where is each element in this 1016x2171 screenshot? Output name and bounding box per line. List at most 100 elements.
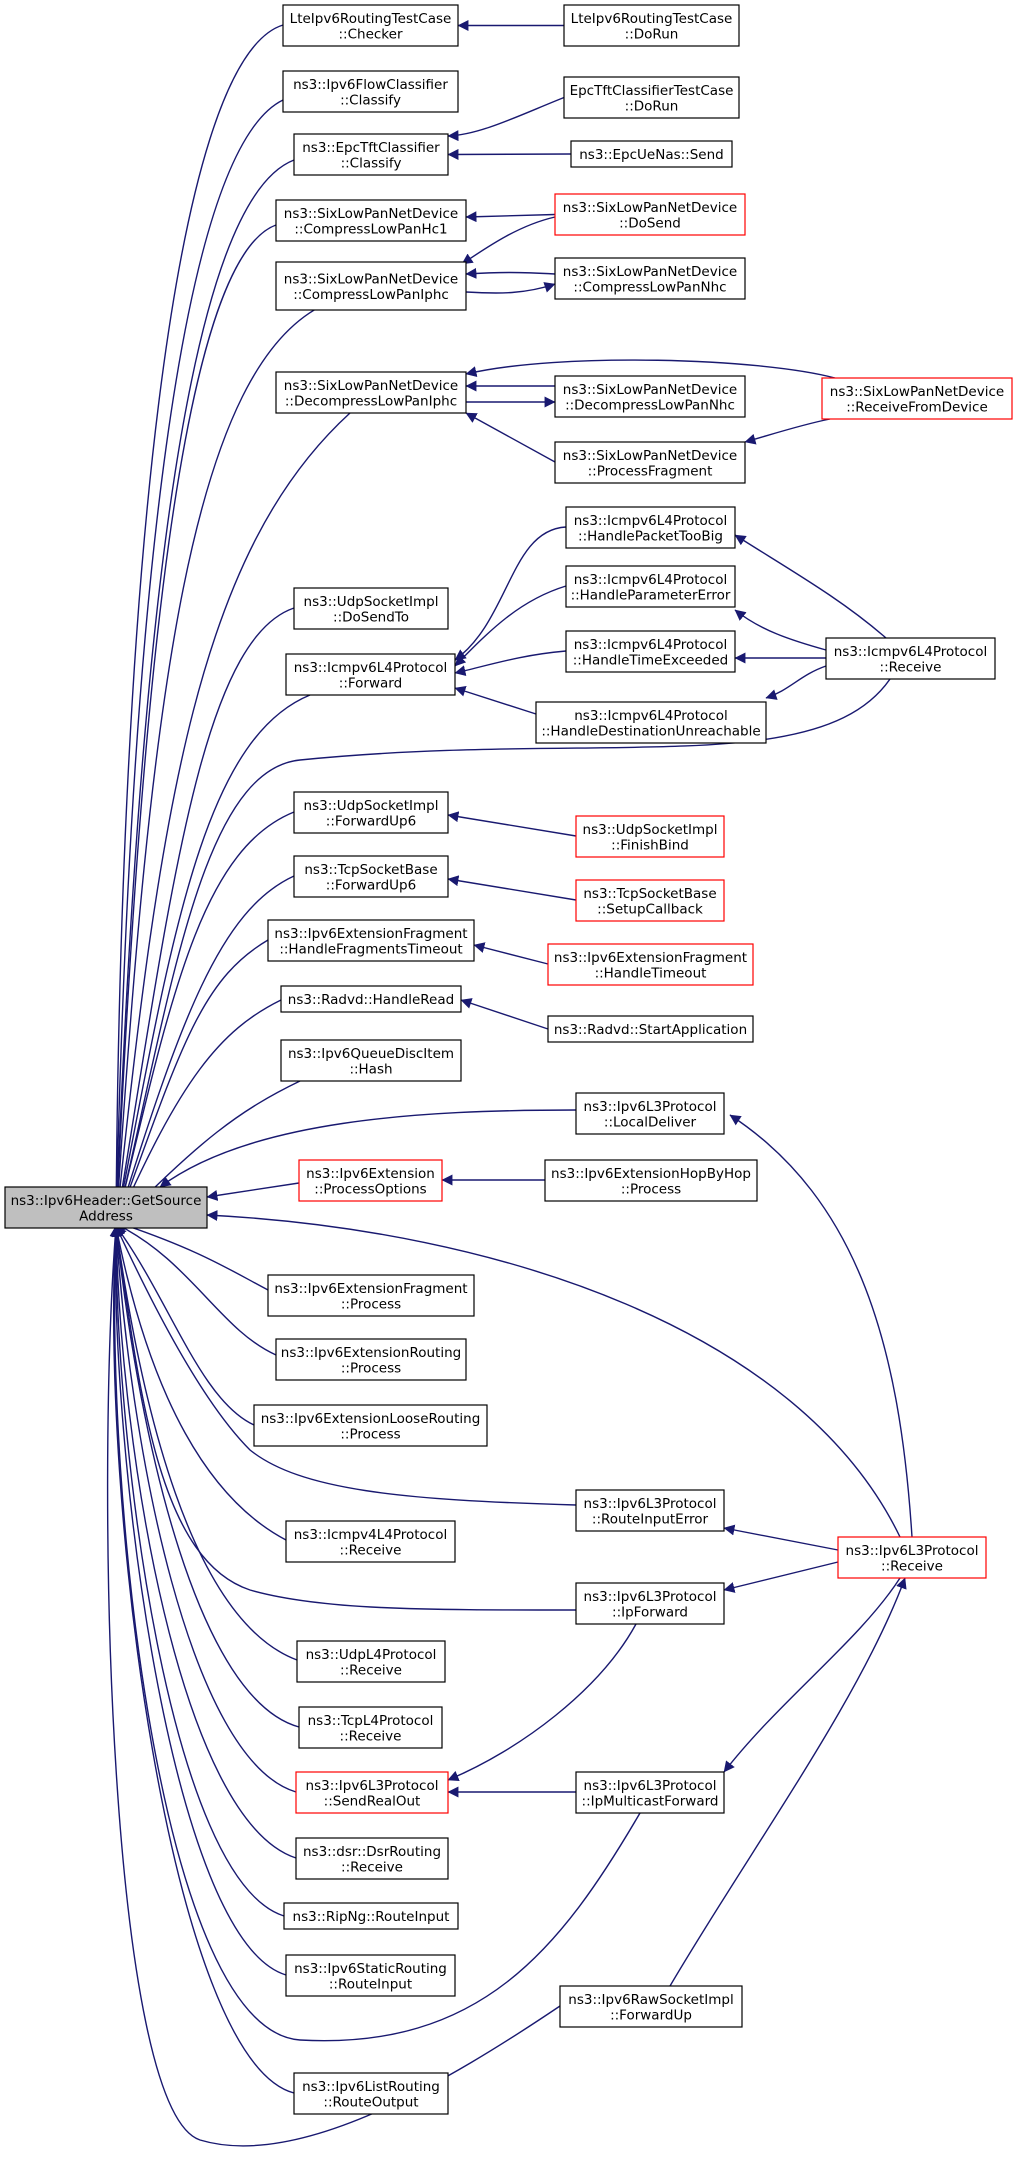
e-n34-f	[115, 1220, 269, 1291]
node-n44[interactable]: ns3::Ipv6L3Protocol::IpMulticastForward	[575, 1771, 725, 1814]
e-n22-f	[113, 811, 295, 1227]
node-n29[interactable]: ns3::Radvd::StartApplication	[547, 1015, 754, 1043]
node-n48-label-line: ns3::Ipv6RawSocketImpl	[568, 1992, 733, 2008]
node-n09-label-line: ::CompressLowPanIphc	[293, 287, 449, 303]
node-n44-box	[575, 1771, 725, 1814]
e-n46-f	[110, 1225, 285, 1917]
node-n42[interactable]: ns3::TcpL4Protocol::Receive	[298, 1706, 443, 1749]
node-n25[interactable]: ns3::TcpSocketBase::SetupCallback	[575, 879, 725, 922]
node-n18[interactable]: ns3::Icmpv6L4Protocol::HandleTimeExceede…	[565, 630, 736, 673]
node-n31-label-line: ns3::Ipv6L3Protocol	[584, 1099, 717, 1115]
e-n10-n09	[465, 267, 556, 279]
node-n03-label-line: ns3::Ipv6FlowClassifier	[293, 77, 448, 93]
node-n07[interactable]: ns3::SixLowPanNetDevice::CompressLowPanH…	[275, 199, 467, 242]
node-n22-label-line: ::ForwardUp6	[326, 813, 416, 829]
e-n28-f	[115, 999, 282, 1227]
node-n27-label-line: ::HandleTimeout	[595, 965, 707, 981]
node-n32[interactable]: ns3::Ipv6Extension::ProcessOptions	[298, 1159, 443, 1202]
node-n19-label-line: ns3::Icmpv6L4Protocol	[834, 644, 988, 660]
node-n15-box	[565, 506, 736, 549]
node-n12[interactable]: ns3::SixLowPanNetDevice::DecompressLowPa…	[554, 375, 746, 418]
node-n47-label-line: ::RouteInput	[329, 1976, 412, 1992]
node-n11[interactable]: ns3::SixLowPanNetDevice::DecompressLowPa…	[275, 371, 467, 414]
node-n06[interactable]: ns3::EpcUeNas::Send	[570, 140, 733, 168]
node-n13[interactable]: ns3::SixLowPanNetDevice::ReceiveFromDevi…	[821, 377, 1013, 420]
node-n30-label-line: ::Hash	[349, 1061, 392, 1077]
node-n47[interactable]: ns3::Ipv6StaticRouting::RouteInput	[285, 1954, 456, 1997]
node-n49[interactable]: ns3::Ipv6ListRouting::RouteOutput	[293, 2072, 449, 2115]
node-n41[interactable]: ns3::UdpL4Protocol::Receive	[296, 1640, 446, 1683]
node-n08[interactable]: ns3::SixLowPanNetDevice::DoSend	[554, 193, 746, 236]
e-n40-f	[111, 1225, 577, 1611]
node-n43[interactable]: ns3::Ipv6L3Protocol::SendRealOut	[295, 1771, 449, 1814]
e-n49-f	[109, 1225, 295, 2094]
node-n45[interactable]: ns3::dsr::DsrRouting::Receive	[295, 1837, 449, 1880]
node-n43-label-line: ns3::Ipv6L3Protocol	[306, 1778, 439, 1794]
node-n35[interactable]: ns3::Ipv6ExtensionRouting::Process	[275, 1338, 467, 1381]
node-n10[interactable]: ns3::SixLowPanNetDevice::CompressLowPanN…	[554, 257, 746, 300]
e-n15-n20	[454, 526, 567, 661]
node-n39[interactable]: ns3::Ipv6L3Protocol::Receive	[837, 1536, 987, 1579]
node-n15[interactable]: ns3::Icmpv6L4Protocol::HandlePacketTooBi…	[565, 506, 736, 549]
node-n40-label-line: ns3::Ipv6L3Protocol	[584, 1589, 717, 1605]
e-n40-n43	[447, 1623, 637, 1782]
node-n02[interactable]: LteIpv6RoutingTestCase::DoRun	[563, 4, 740, 47]
node-n46[interactable]: ns3::RipNg::RouteInput	[283, 1902, 459, 1930]
node-n05-label-line: ::Classify	[341, 155, 402, 171]
node-n11-label-line: ::DecompressLowPanIphc	[285, 393, 457, 409]
e-n06-n05	[447, 148, 572, 160]
node-n31[interactable]: ns3::Ipv6L3Protocol::LocalDeliver	[575, 1092, 725, 1135]
node-n19[interactable]: ns3::Icmpv6L4Protocol::Receive	[825, 637, 996, 680]
node-n30-label-line: ns3::Ipv6QueueDiscItem	[288, 1046, 454, 1062]
node-n20[interactable]: ns3::Icmpv6L4Protocol::Forward	[285, 653, 456, 696]
node-n37[interactable]: ns3::Ipv6L3Protocol::RouteInputError	[575, 1489, 725, 1532]
e-n29-n28	[460, 998, 549, 1030]
node-n04[interactable]: EpcTftClassifierTestCase::DoRun	[563, 76, 740, 119]
node-n26-box	[267, 919, 475, 962]
node-n03[interactable]: ns3::Ipv6FlowClassifier::Classify	[282, 70, 459, 113]
e-n09-n10	[465, 282, 556, 294]
node-n33[interactable]: ns3::Ipv6ExtensionHopByHop::Process	[544, 1159, 758, 1202]
node-n44-label-line: ns3::Ipv6L3Protocol	[584, 1778, 717, 1794]
node-n24-label-line: ::ForwardUp6	[326, 877, 416, 893]
e-n07-f	[110, 224, 277, 1227]
node-n48[interactable]: ns3::Ipv6RawSocketImpl::ForwardUp	[559, 1985, 743, 2028]
node-n22[interactable]: ns3::UdpSocketImpl::ForwardUp6	[293, 791, 449, 834]
node-n30[interactable]: ns3::Ipv6QueueDiscItem::Hash	[280, 1039, 462, 1082]
e-n44-f	[110, 1225, 641, 2042]
e-n23-n22	[447, 811, 577, 837]
node-n42-box	[298, 1706, 443, 1749]
node-n10-label-line: ns3::SixLowPanNetDevice	[563, 264, 737, 280]
node-n09-label-line: ns3::SixLowPanNetDevice	[284, 271, 458, 287]
node-n26-label-line: ns3::Ipv6ExtensionFragment	[274, 926, 467, 942]
node-n40-label-line: ::IpForward	[612, 1604, 688, 1620]
node-n40[interactable]: ns3::Ipv6L3Protocol::IpForward	[575, 1582, 725, 1625]
e-n19-n16	[734, 609, 827, 651]
node-n34[interactable]: ns3::Ipv6ExtensionFragment::Process	[267, 1274, 475, 1317]
node-n09[interactable]: ns3::SixLowPanNetDevice::CompressLowPanI…	[275, 261, 467, 311]
node-n26[interactable]: ns3::Ipv6ExtensionFragment::HandleFragme…	[267, 919, 475, 962]
node-n28-label-line: ns3::Radvd::HandleRead	[288, 992, 454, 1008]
node-n23-label-line: ns3::UdpSocketImpl	[583, 822, 718, 838]
node-n27[interactable]: ns3::Ipv6ExtensionFragment::HandleTimeou…	[547, 943, 754, 986]
node-n11-label-line: ns3::SixLowPanNetDevice	[284, 378, 458, 394]
node-n38[interactable]: ns3::Icmpv4L4Protocol::Receive	[285, 1520, 456, 1563]
e-n08-n09	[461, 216, 556, 265]
e-n39-n40	[723, 1561, 839, 1593]
node-n23[interactable]: ns3::UdpSocketImpl::FinishBind	[575, 815, 725, 858]
node-n01[interactable]: LteIpv6RoutingTestCase::Checker	[282, 4, 459, 47]
node-n43-label-line: ::SendRealOut	[324, 1793, 421, 1809]
node-n05[interactable]: ns3::EpcTftClassifier::Classify	[293, 133, 449, 176]
node-n17[interactable]: ns3::UdpSocketImpl::DoSendTo	[293, 587, 449, 630]
node-n21[interactable]: ns3::Icmpv6L4Protocol::HandleDestination…	[535, 701, 767, 744]
node-n25-box	[575, 879, 725, 922]
node-n23-box	[575, 815, 725, 858]
node-n24[interactable]: ns3::TcpSocketBase::ForwardUp6	[293, 855, 449, 898]
node-n16[interactable]: ns3::Icmpv6L4Protocol::HandleParameterEr…	[565, 565, 736, 608]
e-n19-f	[113, 678, 891, 1227]
node-n28[interactable]: ns3::Radvd::HandleRead	[280, 985, 462, 1013]
node-n36[interactable]: ns3::Ipv6ExtensionLooseRouting::Process	[253, 1404, 488, 1447]
node-n15-label-line: ::HandlePacketTooBig	[578, 528, 723, 544]
node-n14[interactable]: ns3::SixLowPanNetDevice::ProcessFragment	[554, 441, 746, 484]
